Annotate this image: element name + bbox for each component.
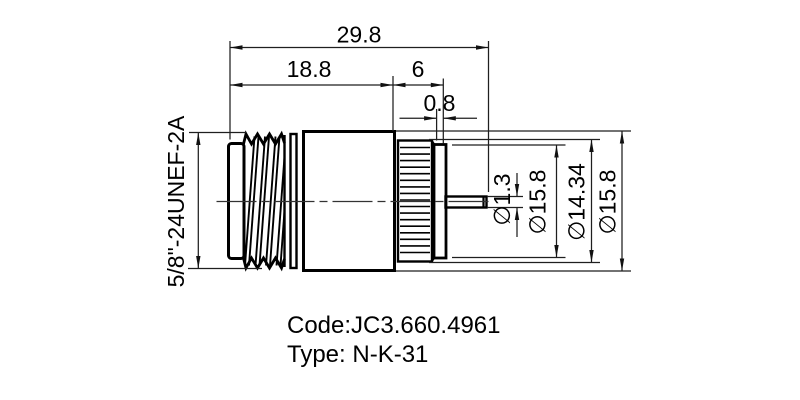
dim-inner-diameter: ∅15.8 (525, 170, 551, 235)
dimension-lines (188, 41, 631, 272)
dim-overall-length: 29.8 (337, 22, 382, 48)
dim-thread-spec: 5/8"-24UNEF-2A (163, 115, 189, 287)
knurl-section (396, 139, 434, 263)
dim-coupling-length: 6 (412, 56, 425, 82)
part-type-label: Type: N-K-31 (287, 341, 428, 368)
dimension-labels: 29.8 18.8 6 0.8 5/8"-24UNEF-2A ∅1.3 ∅15.… (163, 22, 621, 288)
title-block: Code:JC3.660.4961 Type: N-K-31 (287, 312, 501, 368)
dim-outer-diameter: ∅15.8 (595, 170, 621, 235)
dim-step: 0.8 (424, 90, 456, 116)
part-code-label: Code:JC3.660.4961 (287, 312, 501, 339)
knurl-ridges (400, 146, 430, 254)
connector-outline (216, 130, 490, 272)
dim-body-length: 18.8 (287, 56, 332, 82)
dim-knurl-diameter: ∅14.34 (564, 163, 590, 241)
dim-pin-diameter: ∅1.3 (489, 173, 515, 225)
